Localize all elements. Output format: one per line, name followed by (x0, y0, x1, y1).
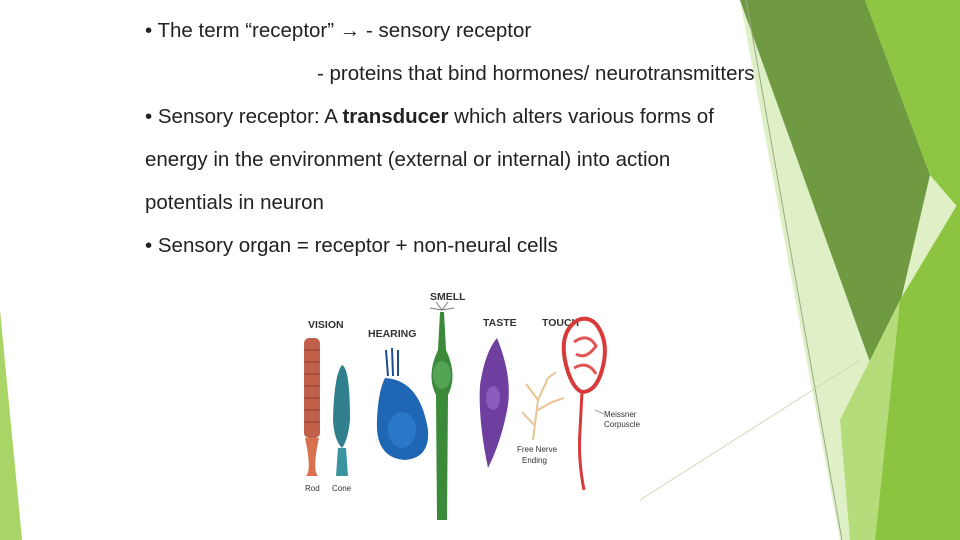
smell-cell (429, 301, 455, 520)
thin-diagonal-line (639, 359, 861, 501)
label-corpuscle: Corpuscle (604, 420, 641, 429)
right-bright-green-bottom (875, 200, 960, 540)
label-ending: Ending (522, 456, 547, 465)
left-green-sliver (0, 310, 22, 540)
transducer-bold-term: transducer (342, 105, 449, 128)
thin-divider-line (745, 0, 843, 540)
sensory-receptors-illustration: VISION HEARING SMELL TASTE TOUCH Rod Con… (304, 291, 641, 520)
label-vision: VISION (308, 319, 344, 331)
label-meissner: Meissner (604, 410, 637, 419)
meissner-corpuscle (561, 316, 607, 491)
sensory-receptor-text-start: • Sensory receptor: A (145, 105, 343, 128)
cone-cell (333, 365, 350, 476)
bullet-potentials-line: potentials in neuron (145, 191, 324, 214)
label-smell: SMELL (430, 291, 466, 303)
bullet-sensory-receptor: • Sensory receptor: A transducer which a… (145, 104, 714, 130)
label-cone: Cone (332, 484, 352, 493)
bullet-sensory-organ: • Sensory organ = receptor + non-neural … (145, 234, 558, 257)
right-dark-green-shape (740, 0, 930, 390)
label-hearing: HEARING (368, 328, 416, 340)
hearing-cell (376, 347, 429, 460)
rod-cell (304, 338, 320, 476)
label-free-nerve: Free Nerve (517, 445, 558, 454)
bullet-receptor-term: • The term “receptor” → - sensory recept… (145, 19, 532, 42)
label-rod: Rod (305, 484, 320, 493)
right-bright-green-top (865, 0, 960, 210)
right-mid-green-wedge (840, 300, 900, 540)
taste-cell (479, 338, 509, 468)
sensory-receptor-text-end: which alters various forms of (448, 105, 714, 128)
slide-body-text: • The term “receptor” → - sensory recept… (145, 19, 755, 257)
bullet-energy-line: energy in the environment (external or i… (145, 148, 671, 171)
bullet-proteins-line: - proteins that bind hormones/ neurotran… (317, 62, 755, 85)
free-nerve-ending (521, 371, 565, 441)
label-taste: TASTE (483, 317, 517, 329)
